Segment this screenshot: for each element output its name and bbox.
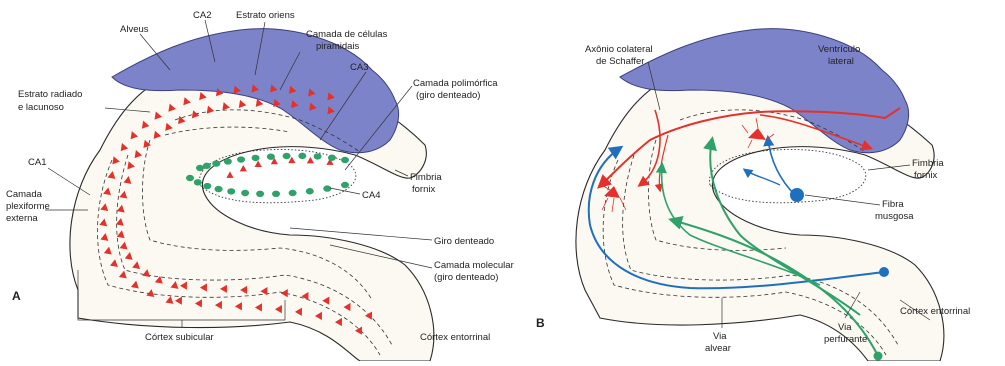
label-camada-polimorfica-2: (giro denteado): [416, 90, 480, 101]
granule-cell: [186, 175, 194, 181]
granule-cell: [203, 163, 211, 169]
label-fimbria-b-1: Fimbria: [912, 158, 944, 169]
label-fimbria-a-1: Fimbria: [410, 172, 442, 183]
label-axonio-2: de Schaffer: [596, 56, 644, 67]
label-camada-plexiforme-2: plexiforme: [6, 201, 50, 212]
label-cortex-entorrinal-b: Córtex entorrinal: [900, 306, 970, 317]
label-ventriculo-1: Ventrículo: [818, 44, 860, 55]
label-estrato-oriens: Estrato oriens: [236, 10, 295, 21]
label-fibra-1: Fibra: [882, 199, 904, 210]
label-estrato-radiado-1: Estrato radiado: [18, 89, 82, 100]
label-via-perfurante-2: perfurante: [824, 334, 867, 345]
label-camada-piramidais-1: Camada de células: [306, 29, 388, 40]
pyramidal-cell: [255, 160, 262, 166]
panel-a: A Alveus CA2 Estrato oriens Camada de cé…: [6, 10, 514, 361]
granule-cell: [224, 158, 232, 164]
granule-cell: [203, 183, 211, 189]
granule-cell: [194, 179, 202, 185]
label-ca1: CA1: [28, 157, 46, 168]
label-axonio-1: Axônio colateral: [585, 44, 653, 55]
label-fibra-2: musgosa: [875, 211, 914, 222]
panel-letter-b: B: [536, 316, 545, 330]
label-camada-piramidais-2: piramidais: [316, 41, 360, 52]
panel-letter-a: A: [12, 289, 21, 303]
granule-cell: [298, 153, 306, 159]
granule-cell: [314, 153, 322, 159]
granule-cell: [196, 165, 204, 171]
panel-b: B Axônio colateral de Schaffer Ventrícul…: [536, 29, 970, 361]
label-fimbria-a-2: fornix: [412, 184, 435, 195]
granule-cell: [328, 155, 336, 161]
label-via-alvear-2: alvear: [705, 343, 731, 354]
granule-cell: [227, 188, 235, 194]
granule-cell: [237, 156, 245, 162]
granule-cell: [306, 188, 314, 194]
granule-cell: [341, 182, 349, 188]
label-ventriculo-2: lateral: [828, 56, 854, 67]
label-camada-plexiforme-1: Camada: [6, 189, 43, 200]
granule-cell: [267, 153, 275, 159]
granule-cell: [212, 160, 220, 166]
label-via-perfurante-1: Via: [838, 322, 852, 333]
label-camada-molecular-2: (giro denteado): [434, 272, 498, 283]
granule-cell: [289, 190, 297, 196]
label-ca2: CA2: [193, 10, 211, 21]
label-fimbria-b-2: fornix: [914, 170, 937, 181]
pyramidal-cell: [240, 165, 247, 171]
label-camada-molecular-1: Camada molecular: [434, 260, 514, 271]
granule-cell: [323, 185, 331, 191]
label-cortex-entorrinal-a: Córtex entorrinal: [420, 332, 490, 343]
pyramidal-cell: [307, 157, 314, 163]
label-ca3: CA3: [350, 62, 368, 73]
granule-cell: [252, 155, 260, 161]
label-via-alvear-1: Via: [713, 331, 727, 342]
granule-cell: [256, 191, 264, 197]
pyramidal-cell: [226, 171, 233, 177]
granule-cell: [341, 157, 349, 163]
label-camada-plexiforme-3: externa: [6, 213, 38, 224]
label-estrato-radiado-2: e lacunoso: [18, 102, 64, 113]
granule-cell: [283, 153, 291, 159]
dentate-inner-dotted-b: [709, 150, 865, 203]
label-giro-denteado: Giro denteado: [434, 236, 494, 247]
label-camada-polimorfica-1: Camada polimórfica: [413, 78, 498, 89]
granule-cell: [241, 190, 249, 196]
label-cortex-subicular: Córtex subicular: [145, 332, 214, 343]
granule-cell: [272, 191, 280, 197]
label-alveus: Alveus: [120, 24, 149, 35]
label-ca4: CA4: [362, 190, 380, 201]
granule-cell: [215, 186, 223, 192]
